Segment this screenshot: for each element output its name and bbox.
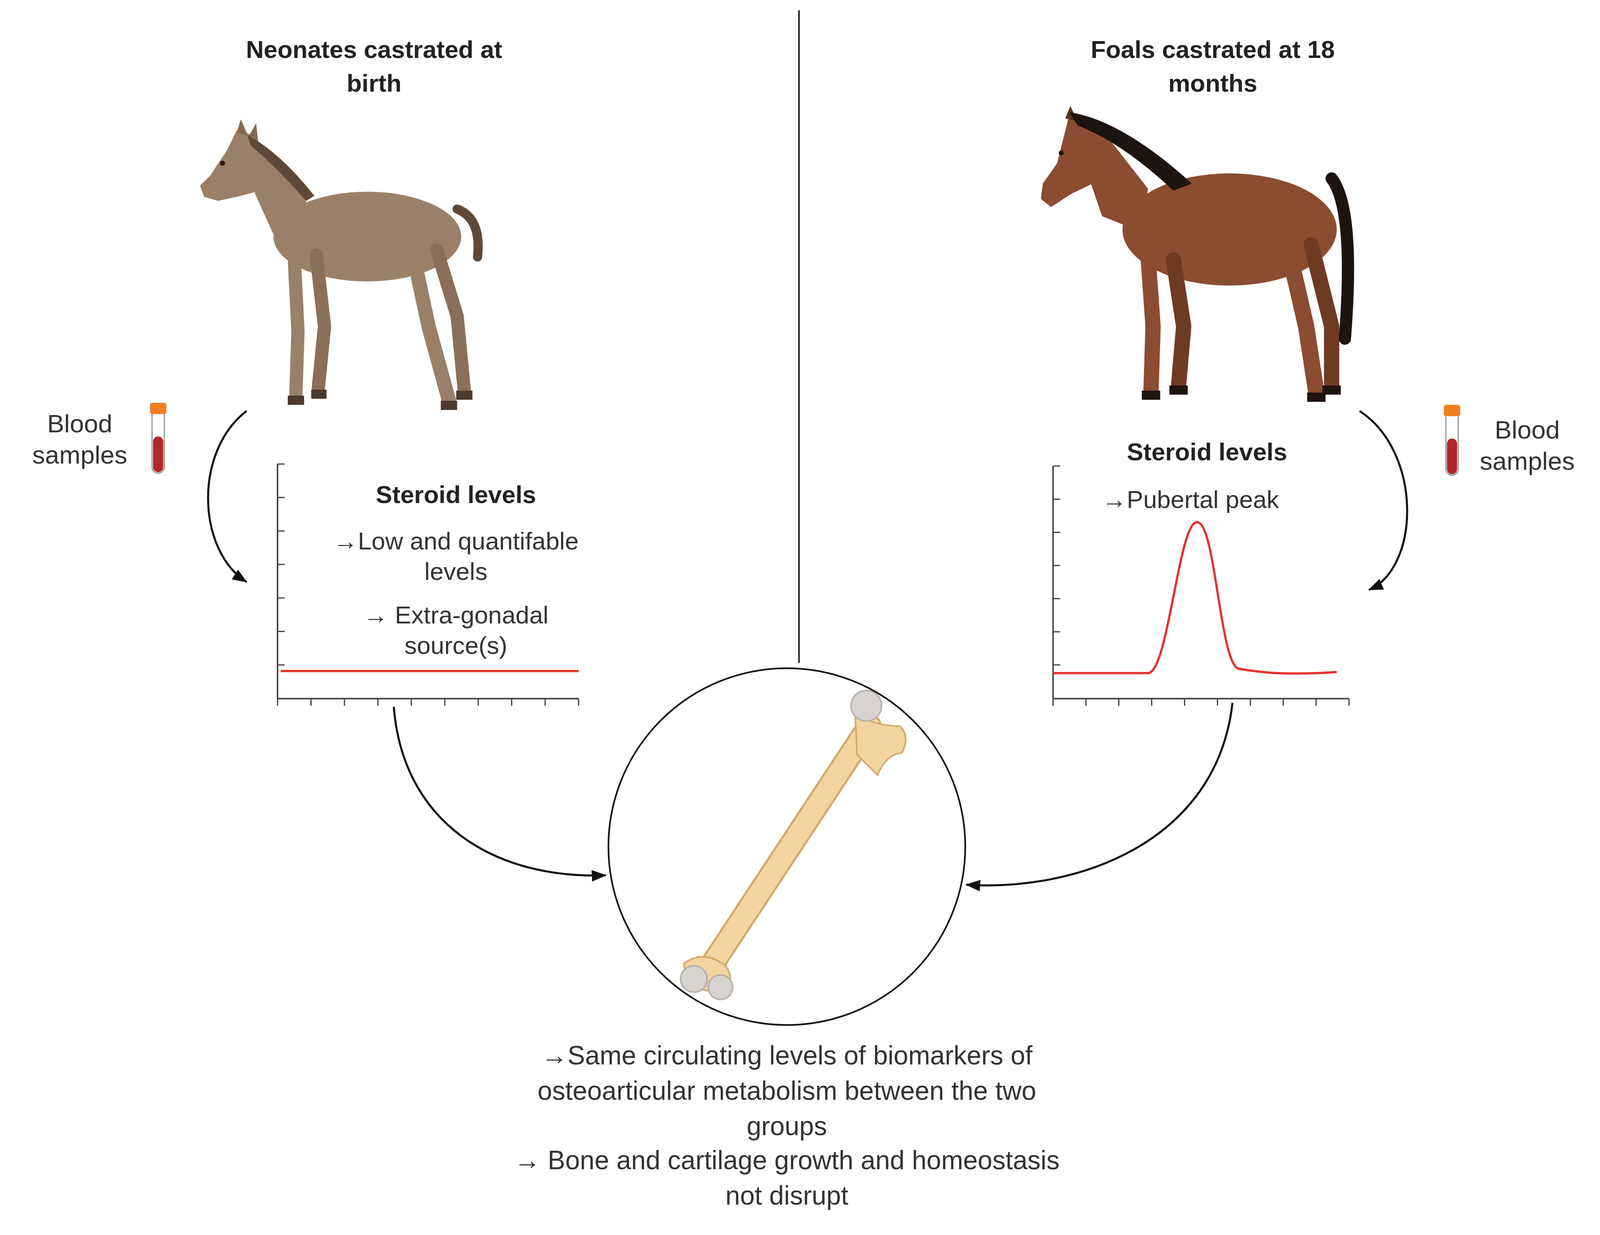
axis-tick <box>1053 498 1061 500</box>
axis-tick <box>343 698 345 706</box>
foal-figure <box>236 119 259 142</box>
steroid-curve <box>280 670 579 673</box>
horse-figure <box>1147 254 1153 391</box>
edge-label: Blood samples <box>18 408 142 471</box>
blood-tube-icon <box>152 436 164 473</box>
curved-arrow <box>208 411 247 583</box>
blood-tube-icon <box>1443 404 1461 476</box>
axis-tick <box>310 698 312 706</box>
steroid-curve <box>1053 522 1337 674</box>
blood-tube-icon <box>150 402 167 474</box>
heading-text: Foals castrated at 18 months <box>1056 32 1369 101</box>
bone-circle: →Same circulating levels of biomarkers o… <box>435 661 1138 1216</box>
curved-arrow <box>966 702 1233 886</box>
circle-outline <box>608 668 966 1026</box>
axis-tick <box>277 564 285 566</box>
horse-figure <box>1069 112 1192 191</box>
axis-tick <box>1118 698 1120 706</box>
foal-figure <box>200 119 479 410</box>
chart-axes <box>1053 466 1350 706</box>
axis-tick <box>1053 631 1061 633</box>
axis-tick <box>1085 698 1087 706</box>
axis-tick <box>277 664 285 666</box>
chart-panel: Steroid levels →Low and quantifable level… <box>246 452 606 708</box>
horse-figure <box>1173 260 1184 386</box>
axis-tick <box>277 631 285 633</box>
foal-figure <box>316 254 325 388</box>
bone-figure <box>709 726 870 970</box>
axis-tick <box>443 698 446 706</box>
horse-figure <box>1142 385 1342 403</box>
foal-figure <box>457 209 479 258</box>
blood-tube-icon <box>1447 438 1458 475</box>
axis-tick <box>1052 698 1054 706</box>
axis-tick <box>510 698 513 706</box>
axis-tick <box>1348 698 1350 706</box>
axis-tick <box>477 698 479 706</box>
bone-figure <box>850 690 882 722</box>
blood-tube-icon <box>150 402 167 414</box>
foal-figure <box>287 389 473 411</box>
axis-tick <box>1053 564 1061 567</box>
axis-tick <box>277 530 285 532</box>
blood-tube-icon <box>1443 404 1461 417</box>
foal-figure <box>247 134 315 202</box>
axis-tick <box>277 463 285 465</box>
axis-tick <box>1183 698 1186 706</box>
edge-label: Blood samples <box>1473 414 1581 477</box>
axis-tick <box>410 698 412 706</box>
axis-tick <box>544 698 546 706</box>
axis-tick <box>277 497 285 499</box>
chart-panel: Steroid levels →Pubertal peak <box>1027 427 1369 703</box>
body-text: →Low and quantifable levels <box>307 526 604 588</box>
axis-tick <box>1282 698 1284 706</box>
heading-text: Steroid levels <box>332 479 580 511</box>
bone-figure <box>680 690 906 1000</box>
divider-line <box>798 10 800 664</box>
curved-arrow <box>1359 411 1408 590</box>
axis-tick <box>1053 465 1061 468</box>
blood-tube-icon <box>152 408 165 474</box>
blood-tube-icon <box>1445 410 1459 476</box>
axis-tick <box>1216 698 1219 706</box>
horse-figure <box>1311 245 1332 386</box>
foal-figure <box>219 160 225 166</box>
axis-tick <box>1249 698 1251 706</box>
heading-text: Steroid levels <box>1083 436 1331 468</box>
axis-tick <box>1053 531 1061 534</box>
axis-tick <box>277 597 285 599</box>
body-text: → Extra-gonadal source(s) <box>340 600 572 662</box>
horse-figure <box>1058 150 1064 156</box>
chart-axes <box>1053 466 1350 699</box>
axis-tick <box>377 698 379 706</box>
body-text: →Same circulating levels of biomarkers o… <box>507 1038 1067 1145</box>
axis-tick <box>1151 698 1153 706</box>
horse-figure <box>1331 178 1348 339</box>
horse-panel: Foals castrated at 18 months <box>1019 24 1406 412</box>
body-text: → Bone and cartilage growth and homeosta… <box>507 1142 1067 1214</box>
body-text: →Pubertal peak <box>1067 484 1314 516</box>
axis-tick <box>277 698 279 706</box>
bone-figure <box>709 726 870 970</box>
axis-tick <box>578 698 580 706</box>
bone-figure <box>680 966 708 993</box>
bone-figure <box>708 975 733 1000</box>
foal-panel: Neonates castrated at birth <box>180 24 568 412</box>
horse-figure <box>1040 106 1348 403</box>
curved-arrow <box>393 707 606 876</box>
foal-figure <box>436 249 465 391</box>
axis-tick <box>1315 698 1317 706</box>
foal-figure <box>293 249 299 394</box>
bone-figure <box>855 714 906 776</box>
axis-tick <box>1053 598 1061 600</box>
heading-text: Neonates castrated at birth <box>217 32 531 101</box>
axis-tick <box>1053 664 1061 666</box>
